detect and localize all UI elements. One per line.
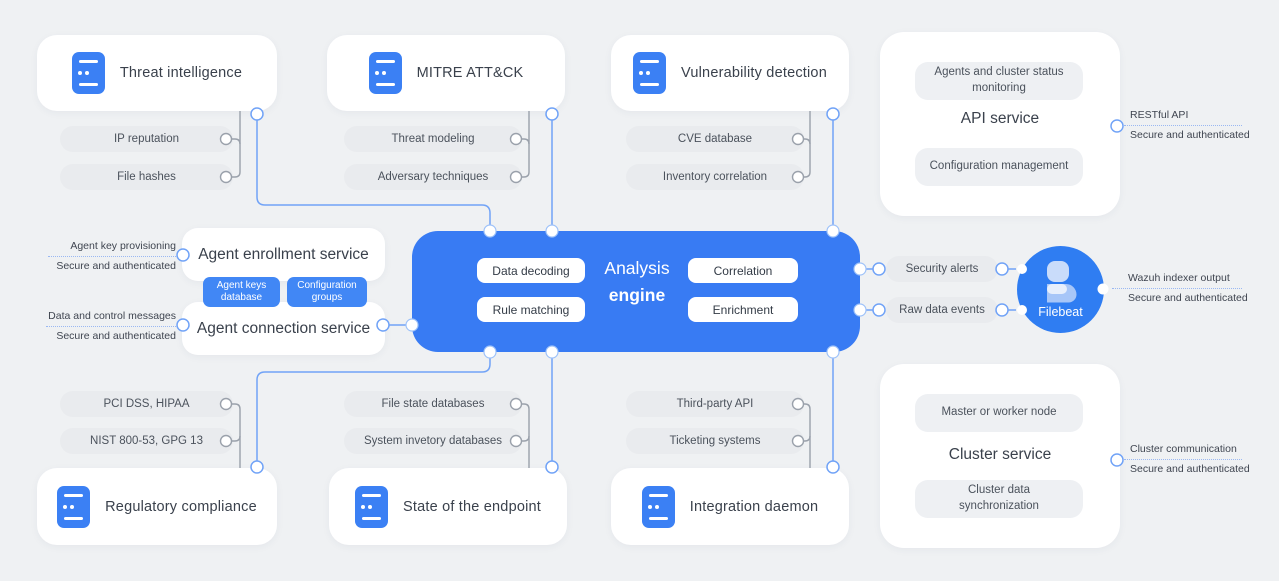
filebeat-node: Filebeat xyxy=(1017,246,1104,333)
pill-rule-matching: Rule matching xyxy=(477,297,585,322)
note-line1: Wazuh indexer output xyxy=(1112,272,1242,289)
document-icon xyxy=(354,485,388,528)
pill-cve-database: CVE database xyxy=(626,126,804,152)
pill-agent-keys-database: Agent keys database xyxy=(203,277,280,307)
pill-file-state-databases: File state databases xyxy=(344,391,522,417)
pill-security-alerts: Security alerts xyxy=(886,256,998,282)
card-agent-enrollment-service: Agent enrollment service xyxy=(182,228,385,281)
cluster-service-title: Cluster service xyxy=(948,446,1052,463)
card-title: Vulnerability detection xyxy=(681,65,827,81)
note-line1: Data and control messages xyxy=(46,310,176,327)
api-service-title: API service xyxy=(960,110,1040,127)
note-cluster-communication: Cluster communication Secure and authent… xyxy=(1124,443,1250,475)
filebeat-label: Filebeat xyxy=(1038,304,1083,319)
card-title: Integration daemon xyxy=(689,498,819,515)
note-line1: Cluster communication xyxy=(1124,443,1242,460)
card-title: Agent enrollment service xyxy=(198,245,369,263)
card-agent-connection-service: Agent connection service xyxy=(182,302,385,355)
card-regulatory-compliance: Regulatory compliance xyxy=(37,468,277,545)
card-cluster-service: Master or worker node Cluster service Cl… xyxy=(880,364,1120,548)
pill-enrichment: Enrichment xyxy=(688,297,798,322)
card-title: Threat intelligence xyxy=(119,65,243,81)
pill-pci-dss-hipaa: PCI DSS, HIPAA xyxy=(60,391,233,417)
note-wazuh-indexer-output: Wazuh indexer output Secure and authenti… xyxy=(1112,272,1248,304)
document-icon xyxy=(641,485,675,528)
engine-title-line2: engine xyxy=(608,285,666,306)
card-state-of-the-endpoint: State of the endpoint xyxy=(329,468,567,545)
pill-data-decoding: Data decoding xyxy=(477,258,585,283)
card-title: Regulatory compliance xyxy=(105,498,257,515)
card-title: MITRE ATT&CK xyxy=(416,65,524,81)
pill-threat-modeling: Threat modeling xyxy=(344,126,522,152)
pill-cluster-data-synchronization: Cluster data synchronization xyxy=(915,480,1083,518)
pill-configuration-management: Configuration management xyxy=(915,148,1083,186)
pill-master-or-worker-node: Master or worker node xyxy=(915,394,1083,432)
document-icon xyxy=(633,52,667,94)
filebeat-logo-icon xyxy=(1046,260,1076,302)
note-data-control-messages: Data and control messages Secure and aut… xyxy=(46,310,176,342)
pill-agents-cluster-status-monitoring: Agents and cluster status monitoring xyxy=(915,62,1083,100)
pill-adversary-techniques: Adversary techniques xyxy=(344,164,522,190)
note-line1: Agent key provisioning xyxy=(48,240,176,257)
note-line2: Secure and authenticated xyxy=(56,330,176,342)
card-api-service: Agents and cluster status monitoring API… xyxy=(880,32,1120,216)
note-line2: Secure and authenticated xyxy=(1130,463,1250,475)
pill-configuration-groups: Configuration groups xyxy=(287,277,367,307)
pill-raw-data-events: Raw data events xyxy=(886,297,998,323)
pill-system-inventory-databases: System invetory databases xyxy=(344,428,522,454)
note-line1: RESTful API xyxy=(1124,109,1242,126)
note-restful-api: RESTful API Secure and authenticated xyxy=(1124,109,1250,141)
card-title: Agent connection service xyxy=(196,319,371,337)
pill-ticketing-systems: Ticketing systems xyxy=(626,428,804,454)
pill-inventory-correlation: Inventory correlation xyxy=(626,164,804,190)
card-threat-intelligence: Threat intelligence xyxy=(37,35,277,111)
pill-third-party-api: Third-party API xyxy=(626,391,804,417)
note-line2: Secure and authenticated xyxy=(1130,129,1250,141)
document-icon xyxy=(57,485,91,528)
pill-correlation: Correlation xyxy=(688,258,798,283)
note-line2: Secure and authenticated xyxy=(56,260,176,272)
card-title: State of the endpoint xyxy=(402,498,542,515)
analysis-engine-block xyxy=(412,231,860,352)
card-integration-daemon: Integration daemon xyxy=(611,468,849,545)
pill-file-hashes: File hashes xyxy=(60,164,233,190)
document-icon xyxy=(368,52,402,94)
note-line2: Secure and authenticated xyxy=(1128,292,1248,304)
engine-title-line1: Analysis xyxy=(604,258,670,278)
card-mitre-attck: MITRE ATT&CK xyxy=(327,35,565,111)
document-icon xyxy=(71,52,105,94)
pill-ip-reputation: IP reputation xyxy=(60,126,233,152)
engine-title: Analysis engine xyxy=(586,255,688,309)
note-agent-key-provisioning: Agent key provisioning Secure and authen… xyxy=(48,240,176,272)
card-vulnerability-detection: Vulnerability detection xyxy=(611,35,849,111)
pill-nist-gpg: NIST 800-53, GPG 13 xyxy=(60,428,233,454)
